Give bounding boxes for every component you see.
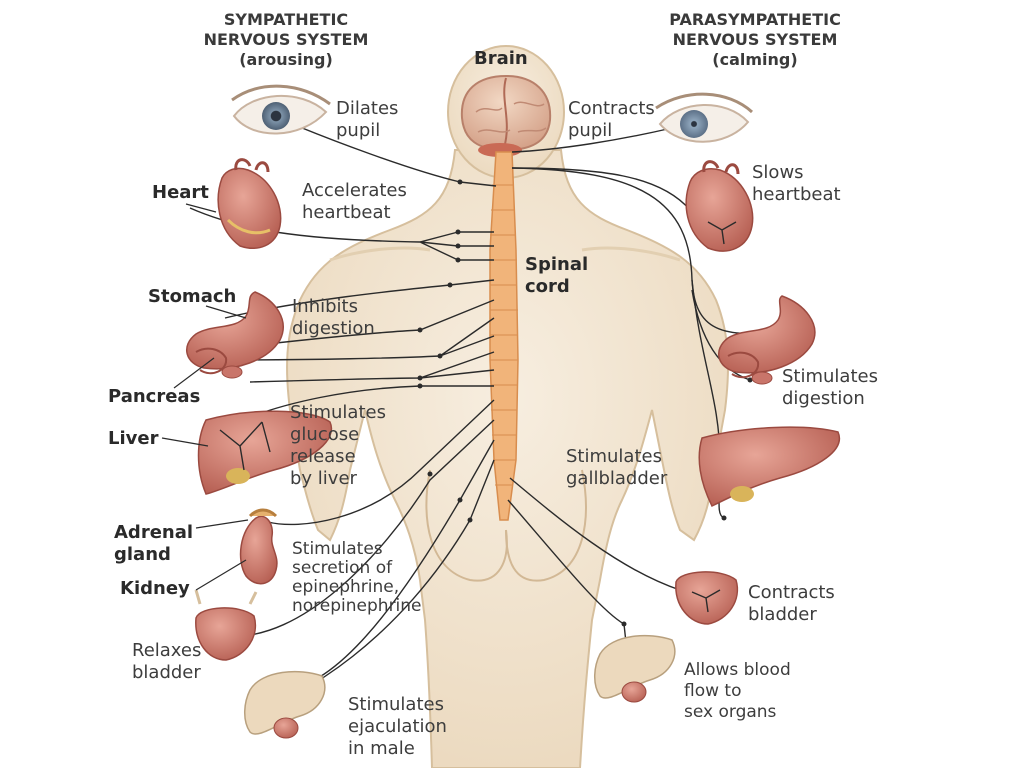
sympathetic-nerves xyxy=(189,117,497,713)
inhibits-digestion-label: Inhibits digestion xyxy=(292,296,375,339)
spinal-cord xyxy=(489,151,519,521)
brain-icon xyxy=(460,74,552,157)
slows-heartbeat-label: Slows heartbeat xyxy=(752,162,841,205)
epinephrine-label: Stimulates secretion of epinephrine, nor… xyxy=(292,539,422,616)
spinal-cord-label: Spinal cord xyxy=(525,254,589,297)
parasympathetic-heading: PARASYMPATHETIC NERVOUS SYSTEM (calming) xyxy=(669,10,841,69)
male-organ-icon xyxy=(594,634,676,703)
dilates-pupil-label: Dilates pupil xyxy=(336,98,399,141)
liver-icon xyxy=(197,410,333,495)
stomach-icon xyxy=(718,295,816,385)
brain-label: Brain xyxy=(474,48,528,69)
accelerates-heartbeat-label: Accelerates heartbeat xyxy=(302,180,407,223)
stimulates-gallbladder-label: Stimulates gallbladder xyxy=(566,446,668,489)
male-organ-icon xyxy=(244,670,326,739)
contracts-bladder-label: Contracts bladder xyxy=(748,582,835,625)
liver-icon xyxy=(698,426,841,508)
heart-label: Heart xyxy=(152,182,209,203)
liver-label: Liver xyxy=(108,428,159,449)
eye-icon xyxy=(655,92,754,143)
heart-icon xyxy=(685,160,754,252)
stomach-label: Stomach xyxy=(148,286,237,307)
stimulates-ejaculation-label: Stimulates ejaculation in male xyxy=(348,694,447,759)
glucose-release-label: Stimulates glucose release by liver xyxy=(290,402,386,489)
leader-lines xyxy=(161,203,249,591)
adrenal-gland-label: Adrenal gland xyxy=(114,522,194,565)
sympathetic-heading: SYMPATHETIC NERVOUS SYSTEM (arousing) xyxy=(203,10,369,69)
bladder-icon xyxy=(675,571,739,625)
contracts-pupil-label: Contracts pupil xyxy=(568,98,655,141)
bladder-icon xyxy=(194,589,258,661)
relaxes-bladder-label: Relaxes bladder xyxy=(132,640,202,683)
pancreas-label: Pancreas xyxy=(108,386,201,407)
kidney-label: Kidney xyxy=(120,578,190,599)
eye-icon xyxy=(231,84,331,135)
stomach-icon xyxy=(186,291,284,379)
heart-icon xyxy=(217,158,282,249)
blood-flow-label: Allows blood flow to sex organs xyxy=(684,660,791,722)
stimulates-digestion-label: Stimulates digestion xyxy=(782,366,878,409)
kidney-icon xyxy=(239,508,278,585)
